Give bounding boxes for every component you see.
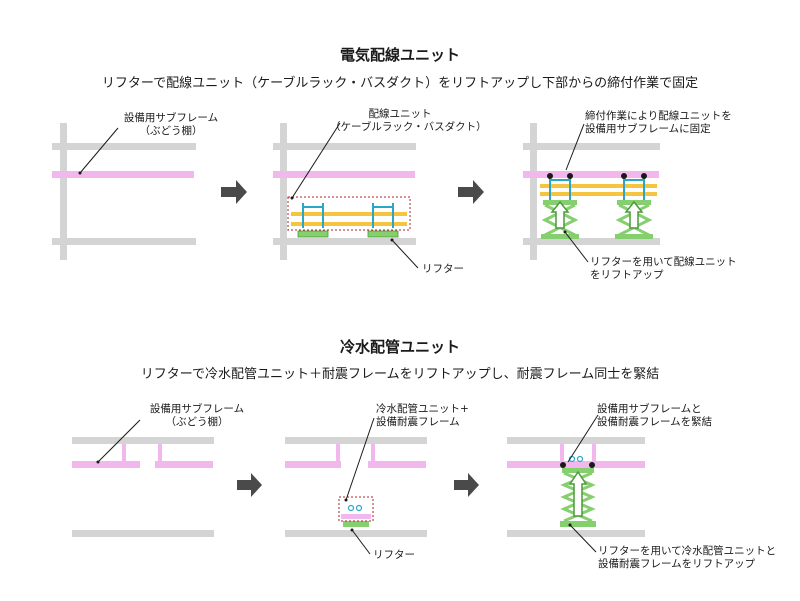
- s1-step3-label-line2: 設備用サブフレームに固定: [585, 123, 711, 135]
- subframe-bar: [523, 171, 659, 178]
- step-arrow-icon: [221, 180, 247, 204]
- column: [530, 123, 537, 260]
- leader-line: [96, 419, 141, 464]
- highlight-box: [287, 196, 411, 231]
- scissor-lifter: [560, 468, 596, 527]
- leader-line: [563, 230, 589, 263]
- slab-bottom: [507, 530, 645, 537]
- step-arrow-icon: [237, 473, 262, 497]
- pipe-unit: [341, 504, 371, 527]
- s1-step1-label-line2: （ぶどう棚）: [139, 125, 203, 137]
- pipe-icon: [347, 504, 355, 512]
- column: [60, 123, 67, 260]
- section1-title: 電気配線ユニット: [339, 46, 460, 64]
- slab-bottom: [52, 238, 196, 245]
- step-arrow-icon: [454, 473, 479, 497]
- scissor-lifter: [541, 200, 579, 239]
- leader-line: [568, 523, 597, 553]
- s2-step2-label: 冷水配管ユニット+ 設備耐震フレーム: [376, 403, 469, 429]
- subframe-bar: [285, 461, 341, 468]
- leader-line: [78, 127, 119, 175]
- s2-step3-label-line1: 設備用サブフレームと: [597, 403, 702, 415]
- s1-panel2: [273, 122, 419, 269]
- bolt-icon: [641, 173, 647, 179]
- section2-subtitle: リフターで冷水配管ユニット＋耐震フレームをリフトアップし、耐震フレーム同士を緊結: [140, 367, 660, 382]
- leader-line: [565, 123, 585, 171]
- slab-top: [507, 437, 645, 444]
- s1-step3-bottom-label: リフターを用いて配線ユニット をリフトアップ: [590, 256, 737, 282]
- section1-subtitle: リフターで配線ユニット（ケーブルラック・バスダクト）をリフトアップし下部からの締…: [101, 76, 699, 91]
- leader-line: [290, 122, 341, 200]
- s2-step2-label-line2: 設備耐震フレーム: [376, 416, 460, 428]
- pipe-icon: [576, 455, 584, 463]
- s2-step3-bottom-line1: リフターを用いて冷水配管ユニットと: [598, 545, 777, 557]
- wiring-unit: [291, 203, 407, 228]
- pipe-icon: [355, 504, 363, 512]
- s2-panel2: [285, 417, 427, 555]
- s1-step2-label-line2: （ケーブルラック・バスダクト）: [330, 121, 487, 133]
- subframe-bar: [155, 461, 213, 468]
- slab-bottom: [72, 530, 214, 537]
- bolt-icon: [567, 173, 573, 179]
- column: [280, 123, 287, 260]
- s1-panel1: [52, 123, 196, 260]
- s1-step1-label-line1: 設備用サブフレーム: [123, 112, 219, 124]
- s2-step3-bottom-label: リフターを用いて冷水配管ユニットと 設備耐震フレームをリフトアップ: [598, 545, 776, 571]
- s1-step1-label: 設備用サブフレーム （ぶどう棚）: [112, 112, 230, 138]
- scissor-lifter: [615, 200, 653, 239]
- subframe-bar: [368, 461, 426, 468]
- s1-step3-bottom-line1: リフターを用いて配線ユニット: [590, 256, 737, 268]
- step-arrow-icon: [458, 180, 484, 204]
- slab-top: [523, 143, 660, 150]
- lift-up-arrow-icon: [568, 470, 588, 517]
- s1-step2-label-line1: 配線ユニット: [368, 108, 432, 120]
- slab-bottom: [273, 238, 416, 245]
- s1-step3-label-line1: 締付作業により配線ユニットを: [585, 110, 732, 122]
- leader-line: [390, 238, 419, 269]
- lifter: [297, 230, 329, 238]
- lift-up-arrow-icon: [624, 200, 644, 229]
- s2-step3-label-line2: 設備耐震フレームを緊結: [597, 416, 713, 428]
- slab-top: [52, 143, 196, 150]
- leader-line: [567, 414, 599, 463]
- highlight-box: [338, 496, 374, 522]
- bolt-icon: [589, 462, 595, 468]
- s2-step3-bottom-line2: 設備耐震フレームをリフトアップ: [598, 558, 756, 570]
- slab-bottom: [523, 238, 660, 245]
- subframe-bar: [52, 171, 194, 178]
- s1-step2-lifter-label: リフター: [422, 263, 464, 275]
- s2-step2-lifter-label: リフター: [373, 549, 415, 561]
- lift-up-arrow-icon: [550, 200, 570, 229]
- bolt-icon: [547, 173, 553, 179]
- subframe-bar: [273, 171, 415, 178]
- lifter: [367, 230, 399, 238]
- slab-top: [72, 437, 214, 444]
- s1-step3-label: 締付作業により配線ユニットを 設備用サブフレームに固定: [585, 110, 732, 136]
- s2-panel3: [507, 414, 645, 553]
- bolt-icon: [560, 462, 566, 468]
- leader-line: [344, 417, 375, 502]
- s1-step2-label: 配線ユニット （ケーブルラック・バスダクト）: [330, 108, 487, 134]
- subframe-bar: [72, 461, 140, 468]
- s1-step3-bottom-line2: をリフトアップ: [590, 269, 664, 281]
- s2-step3-label: 設備用サブフレームと 設備耐震フレームを緊結: [597, 403, 712, 429]
- s2-step2-label-line1: 冷水配管ユニット+: [376, 403, 469, 415]
- s2-panel1: [72, 419, 214, 537]
- leader-line: [350, 528, 371, 555]
- slab-bottom: [285, 530, 427, 537]
- slab-top: [285, 437, 427, 444]
- bolt-icon: [621, 173, 627, 179]
- s2-step1-label-line2: （ぶどう棚）: [165, 416, 229, 428]
- slab-top: [273, 143, 416, 150]
- s1-panel3: [523, 123, 660, 263]
- section2-title: 冷水配管ユニット: [339, 338, 460, 356]
- subframe-bar: [507, 461, 645, 468]
- s2-step1-label: 設備用サブフレーム （ぶどう棚）: [138, 403, 256, 429]
- s2-step1-label-line1: 設備用サブフレーム: [149, 403, 245, 415]
